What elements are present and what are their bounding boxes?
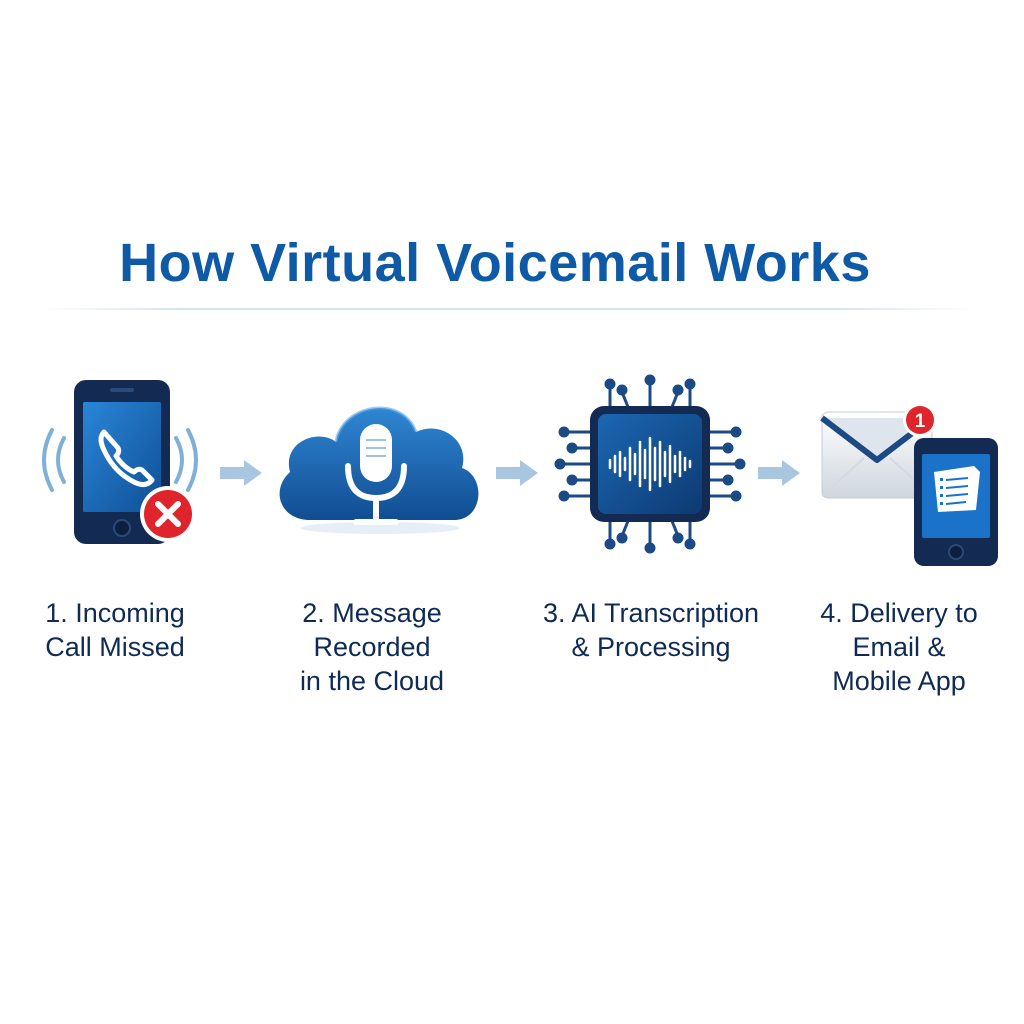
page-title: How Virtual Voicemail Works: [119, 233, 871, 293]
cloud-microphone-icon: [279, 406, 479, 534]
step-3-label: 3. AI Transcription & Processing: [542, 598, 760, 662]
title-divider: [40, 308, 975, 310]
email-mobile-delivery-icon: 1: [820, 403, 998, 566]
missed-call-phone-icon: [42, 380, 198, 544]
ai-chip-waveform-icon: [554, 374, 746, 554]
notification-badge-count: 1: [915, 411, 926, 432]
step-4-label: 4. Delivery to Email & Mobile App: [820, 598, 978, 696]
step-1-label: 1. Incoming Call Missed: [45, 598, 185, 662]
flow-arrow-3: [758, 460, 800, 486]
flow-arrow-2: [496, 460, 538, 486]
flow-arrow-1: [220, 460, 262, 486]
step-2-label: 2. Message Recorded in the Cloud: [299, 598, 445, 696]
